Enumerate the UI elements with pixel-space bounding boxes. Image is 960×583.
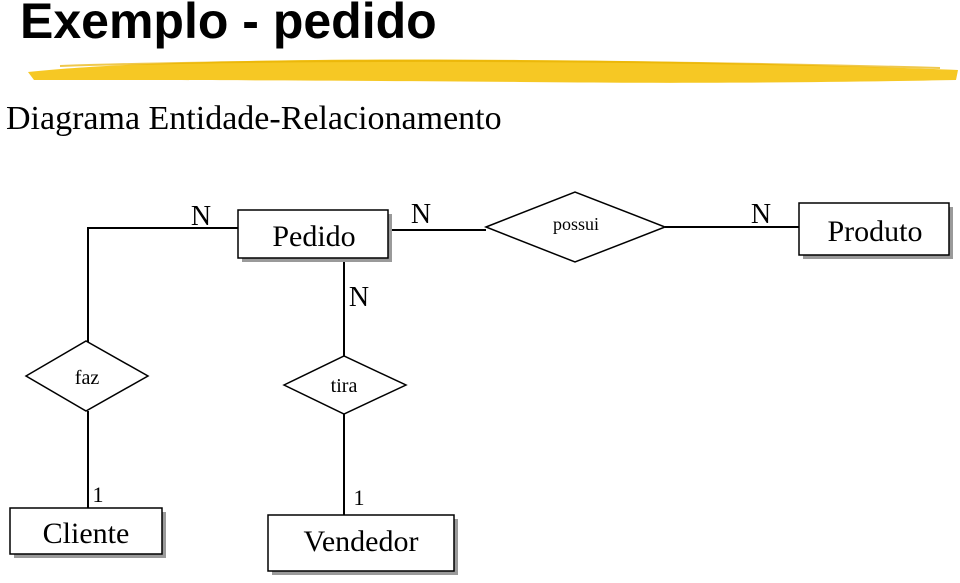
- line-faz-to-pedido: [87, 227, 238, 375]
- relationship-faz: faz: [24, 340, 150, 412]
- title-highlight-stroke: [28, 59, 958, 83]
- slide-title: Exemplo - pedido: [20, 0, 437, 49]
- relationship-possui: possui: [483, 191, 668, 263]
- entity-pedido-label: Pedido: [272, 220, 355, 253]
- cardinality-faz-pedido: N: [191, 201, 211, 232]
- entity-cliente-label: Cliente: [43, 517, 130, 550]
- relationship-possui-label: possui: [553, 214, 599, 234]
- relationship-tira-label: tira: [331, 375, 358, 397]
- cardinality-possui-produto: N: [751, 199, 771, 230]
- cardinality-tira-vendedor: 1: [354, 485, 365, 510]
- subtitle: Diagrama Entidade-Relacionamento: [6, 100, 502, 137]
- relationship-tira: tira: [282, 355, 408, 415]
- entity-pedido: Pedido: [237, 209, 392, 262]
- entity-vendedor: Vendedor: [267, 514, 458, 575]
- cardinality-pedido-possui: N: [411, 199, 431, 230]
- entity-produto: Produto: [798, 202, 953, 259]
- entity-cliente: Cliente: [9, 507, 166, 558]
- title-highlight-streak: [59, 59, 941, 69]
- relationship-faz-label: faz: [75, 367, 100, 389]
- cardinality-faz-cliente: 1: [93, 482, 104, 507]
- entity-produto-label: Produto: [827, 215, 922, 248]
- cardinality-pedido-tira: N: [349, 282, 369, 313]
- entity-vendedor-label: Vendedor: [304, 525, 419, 558]
